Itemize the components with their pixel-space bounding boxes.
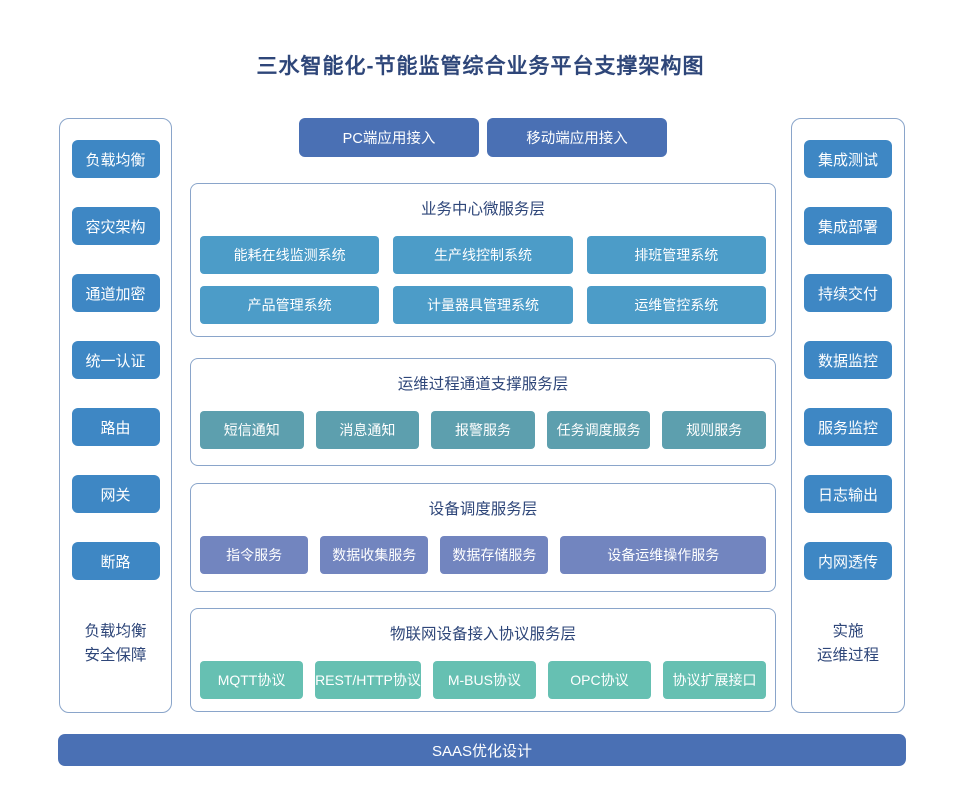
button-row: MQTT协议 REST/HTTP协议 M-BUS协议 OPC协议 协议扩展接口 — [191, 661, 775, 699]
left-caption-line2: 安全保障 — [84, 647, 147, 664]
section-device-scheduling-services: 设备调度服务层 指令服务 数据收集服务 数据存储服务 设备运维操作服务 — [190, 483, 776, 592]
node-mobile-app-access: 移动端应用接入 — [487, 118, 667, 157]
left-panel: 负载均衡 容灾架构 通道加密 统一认证 路由 网关 断路 负载均衡 安全保障 — [59, 118, 172, 713]
section-channel-support-services: 运维过程通道支撑服务层 短信通知 消息通知 报警服务 任务调度服务 规则服务 — [190, 358, 776, 466]
node-integration-testing: 集成测试 — [804, 140, 892, 178]
node-rule-service: 规则服务 — [662, 411, 766, 449]
node-operations-control-system: 运维管控系统 — [586, 286, 766, 324]
node-log-output: 日志输出 — [804, 475, 892, 513]
section-title-device: 设备调度服务层 — [428, 501, 538, 518]
left-caption-line1: 负载均衡 — [84, 623, 147, 640]
section-title-protocol: 物联网设备接入协议服务层 — [389, 626, 576, 643]
node-data-collection-service: 数据收集服务 — [320, 536, 429, 574]
right-caption-line1: 实施 — [832, 623, 864, 640]
right-panel: 集成测试 集成部署 持续交付 数据监控 服务监控 日志输出 内网透传 实施 运维… — [791, 118, 905, 713]
node-product-management-system: 产品管理系统 — [200, 286, 380, 324]
node-routing: 路由 — [71, 408, 160, 446]
node-continuous-delivery: 持续交付 — [804, 274, 892, 312]
section-business-microservices: 业务中心微服务层 能耗在线监测系统 生产线控制系统 排班管理系统 产品管理系统 … — [190, 183, 776, 337]
right-caption-line2: 运维过程 — [816, 647, 879, 664]
node-shift-management-system: 排班管理系统 — [586, 236, 766, 274]
right-panel-caption: 实施 运维过程 — [817, 620, 879, 668]
node-data-storage-service: 数据存储服务 — [440, 536, 549, 574]
node-metering-device-management-system: 计量器具管理系统 — [393, 286, 573, 324]
node-protocol-extension-interface: 协议扩展接口 — [662, 661, 767, 699]
app-access-row: PC端应用接入 移动端应用接入 — [190, 118, 776, 157]
node-sms-notification: 短信通知 — [200, 411, 304, 449]
node-rest-http-protocol: REST/HTTP协议 — [315, 661, 421, 699]
section-title-business: 业务中心微服务层 — [420, 201, 545, 218]
node-device-operations-service: 设备运维操作服务 — [560, 536, 766, 574]
left-panel-caption: 负载均衡 安全保障 — [84, 620, 146, 668]
node-message-notification: 消息通知 — [315, 411, 420, 449]
button-row: 能耗在线监测系统 生产线控制系统 排班管理系统 — [191, 236, 775, 274]
page-title: 三水智能化-节能监管综合业务平台支撑架构图 — [256, 55, 705, 78]
node-intranet-passthrough: 内网透传 — [804, 542, 892, 580]
node-opc-protocol: OPC协议 — [547, 661, 651, 699]
node-command-service: 指令服务 — [200, 536, 309, 574]
node-gateway: 网关 — [71, 475, 160, 513]
node-m-bus-protocol: M-BUS协议 — [432, 661, 536, 699]
node-energy-online-monitoring-system: 能耗在线监测系统 — [200, 236, 380, 274]
node-alarm-service: 报警服务 — [431, 411, 535, 449]
node-circuit-breaker: 断路 — [71, 542, 160, 580]
node-mqtt-protocol: MQTT协议 — [200, 661, 304, 699]
node-unified-auth: 统一认证 — [71, 341, 160, 379]
node-data-monitoring: 数据监控 — [804, 341, 892, 379]
node-service-monitoring: 服务监控 — [804, 408, 892, 446]
button-row: 短信通知 消息通知 报警服务 任务调度服务 规则服务 — [191, 411, 775, 449]
section-title-channel: 运维过程通道支撑服务层 — [397, 376, 569, 393]
node-disaster-recovery: 容灾架构 — [71, 207, 160, 245]
section-iot-protocol-services: 物联网设备接入协议服务层 MQTT协议 REST/HTTP协议 M-BUS协议 … — [190, 608, 776, 712]
node-production-line-control-system: 生产线控制系统 — [393, 236, 573, 274]
node-load-balancing: 负载均衡 — [71, 140, 160, 178]
node-integration-deployment: 集成部署 — [804, 207, 892, 245]
button-row: 指令服务 数据收集服务 数据存储服务 设备运维操作服务 — [191, 536, 775, 574]
button-row: 产品管理系统 计量器具管理系统 运维管控系统 — [191, 286, 775, 324]
node-saas-optimization-bar: SAAS优化设计 — [58, 734, 906, 766]
node-channel-encryption: 通道加密 — [71, 274, 160, 312]
node-pc-app-access: PC端应用接入 — [299, 118, 479, 157]
node-task-scheduling-service: 任务调度服务 — [546, 411, 651, 449]
